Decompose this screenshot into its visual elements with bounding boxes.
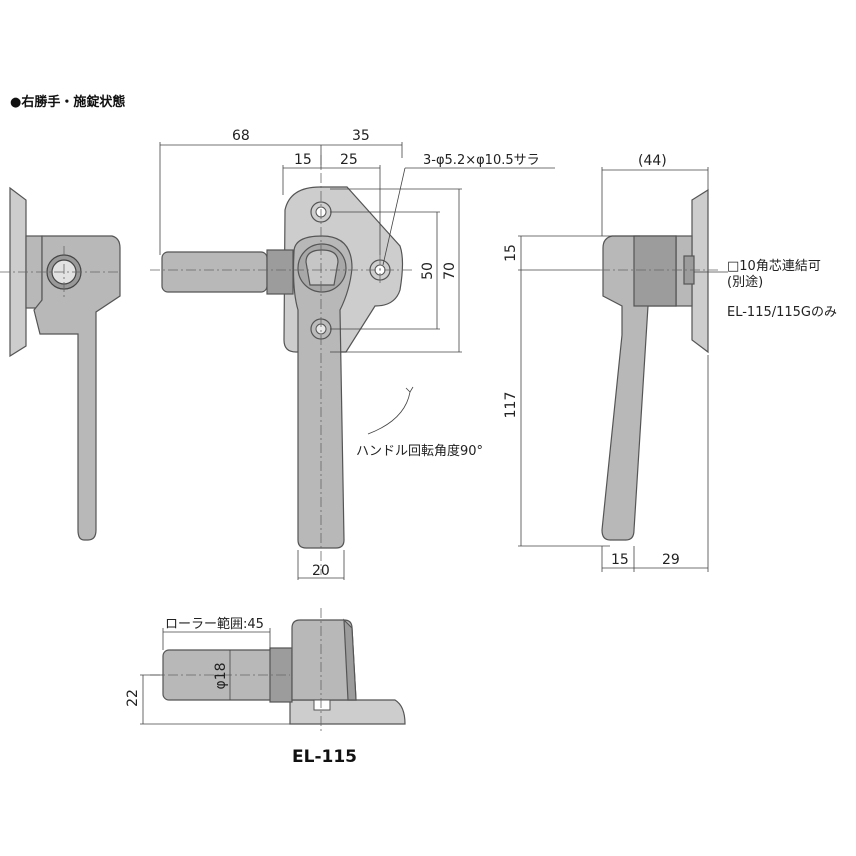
label-phi18: φ18 (213, 662, 229, 689)
front-view (150, 155, 415, 575)
front-handle (292, 235, 353, 549)
drawing-title: ●右勝手・施錠状態 (10, 94, 125, 110)
bottom-hub-shade (343, 618, 357, 701)
front-bolt-arm (161, 251, 268, 293)
label-68: 68 (232, 128, 250, 144)
screw-note-leader (382, 167, 406, 266)
label-35: 35 (352, 128, 370, 144)
right-hub-block (633, 235, 677, 307)
bottom-dimensions (140, 628, 290, 725)
label-117: 117 (503, 392, 519, 419)
label-15-bottom: 15 (611, 552, 629, 568)
roller-range-label: ローラー範囲:45 (165, 617, 264, 632)
bottom-center-hole (313, 699, 331, 711)
front-dimensions (159, 142, 555, 580)
right-side-view (600, 188, 720, 541)
label-20: 20 (312, 563, 330, 579)
left-handle-body (33, 235, 121, 541)
screw-spec-note: 3-φ5.2×φ10.5サラ (423, 153, 540, 168)
bottom-view (150, 608, 406, 732)
rotation-angle-note: ハンドル回転角度90° (356, 443, 483, 459)
model-number: EL-115 (292, 747, 357, 767)
rotation-arrow-head (405, 386, 414, 393)
front-bolt-collar (266, 249, 294, 295)
bottom-base-plate (289, 699, 406, 725)
right-handle-body (601, 235, 677, 541)
right-dimensions (518, 167, 728, 572)
note-models: EL-115/115Gのみ (727, 305, 837, 320)
label-29: 29 (662, 552, 680, 568)
label-15-top: 15 (294, 152, 312, 168)
rotation-arrow (367, 391, 411, 435)
left-side-view (0, 186, 121, 541)
note-separately: (別途) (727, 274, 763, 290)
front-hub-slot (305, 249, 339, 286)
label-25: 25 (340, 152, 358, 168)
label-22: 22 (125, 689, 141, 707)
label-70: 70 (442, 262, 458, 280)
label-44: (44) (638, 153, 667, 169)
label-15-right: 15 (503, 244, 519, 262)
note-square-shaft: □10角芯連結可 (727, 259, 821, 274)
label-50: 50 (420, 262, 436, 280)
